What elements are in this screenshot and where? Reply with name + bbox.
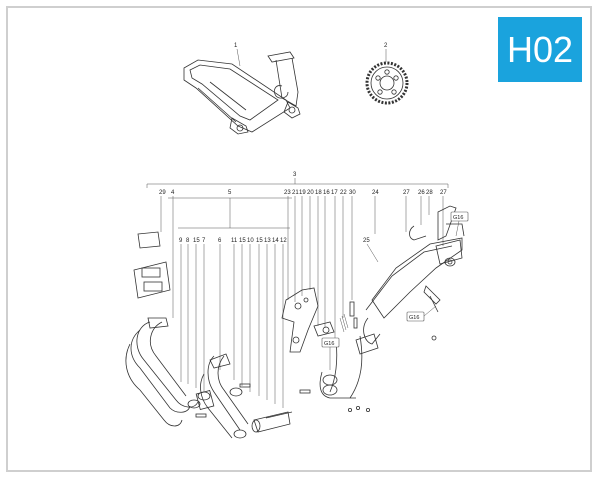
callout-10: 10 xyxy=(247,238,254,244)
g16-tag-right: G16 xyxy=(409,315,419,321)
paddock-stand-drawing xyxy=(183,48,301,135)
section-code-badge: H02 xyxy=(498,17,582,82)
g16-tag-mid-box xyxy=(321,337,340,348)
callout-numbers: 1 2 3 29 4 5 23 21 19 20 18 16 17 22 30 … xyxy=(159,43,447,244)
callout-14: 14 xyxy=(272,238,279,244)
callout-13: 13 xyxy=(264,238,271,244)
callout-27: 27 xyxy=(403,190,410,196)
callout-20: 20 xyxy=(307,190,314,196)
callout-15-a: 15 xyxy=(193,238,200,244)
callout-7: 7 xyxy=(202,238,206,244)
callout-23: 23 xyxy=(284,190,291,196)
callout-9: 9 xyxy=(179,238,183,244)
callout-26: 26 xyxy=(418,190,425,196)
g16-tag-right-box xyxy=(406,311,425,322)
callout-28: 28 xyxy=(426,190,433,196)
callout-18: 18 xyxy=(315,190,322,196)
callout-4: 4 xyxy=(171,190,175,196)
callout-2: 2 xyxy=(384,43,388,49)
rear-sprocket-drawing xyxy=(365,49,409,105)
callout-5: 5 xyxy=(228,190,232,196)
callout-11: 11 xyxy=(231,238,238,244)
callout-1: 1 xyxy=(234,43,238,49)
callout-22: 22 xyxy=(340,190,347,196)
callout-30: 30 xyxy=(349,190,356,196)
callout-6: 6 xyxy=(218,238,222,244)
callout-19: 19 xyxy=(299,190,306,196)
callout-25: 25 xyxy=(363,238,370,244)
callout-24: 24 xyxy=(372,190,379,196)
callout-15-c: 15 xyxy=(256,238,263,244)
callout-leader-lines xyxy=(146,178,449,408)
callout-17: 17 xyxy=(331,190,338,196)
callout-3: 3 xyxy=(293,172,297,178)
callout-29: 29 xyxy=(159,190,166,196)
gasket-kit-drawing xyxy=(133,231,171,299)
callout-21: 21 xyxy=(292,190,299,196)
callout-27-right: 27 xyxy=(440,190,447,196)
g16-tag-top: G16 xyxy=(453,215,463,221)
g16-tags: G16 G16 G16 xyxy=(321,211,469,370)
callout-8: 8 xyxy=(186,238,190,244)
callout-16: 16 xyxy=(323,190,330,196)
callout-12: 12 xyxy=(280,238,287,244)
callout-15-b: 15 xyxy=(239,238,246,244)
diagram-frame xyxy=(6,6,592,472)
exhaust-system-drawing xyxy=(125,205,465,439)
g16-tag-mid: G16 xyxy=(324,341,334,347)
g16-tag-top-box xyxy=(450,211,469,222)
